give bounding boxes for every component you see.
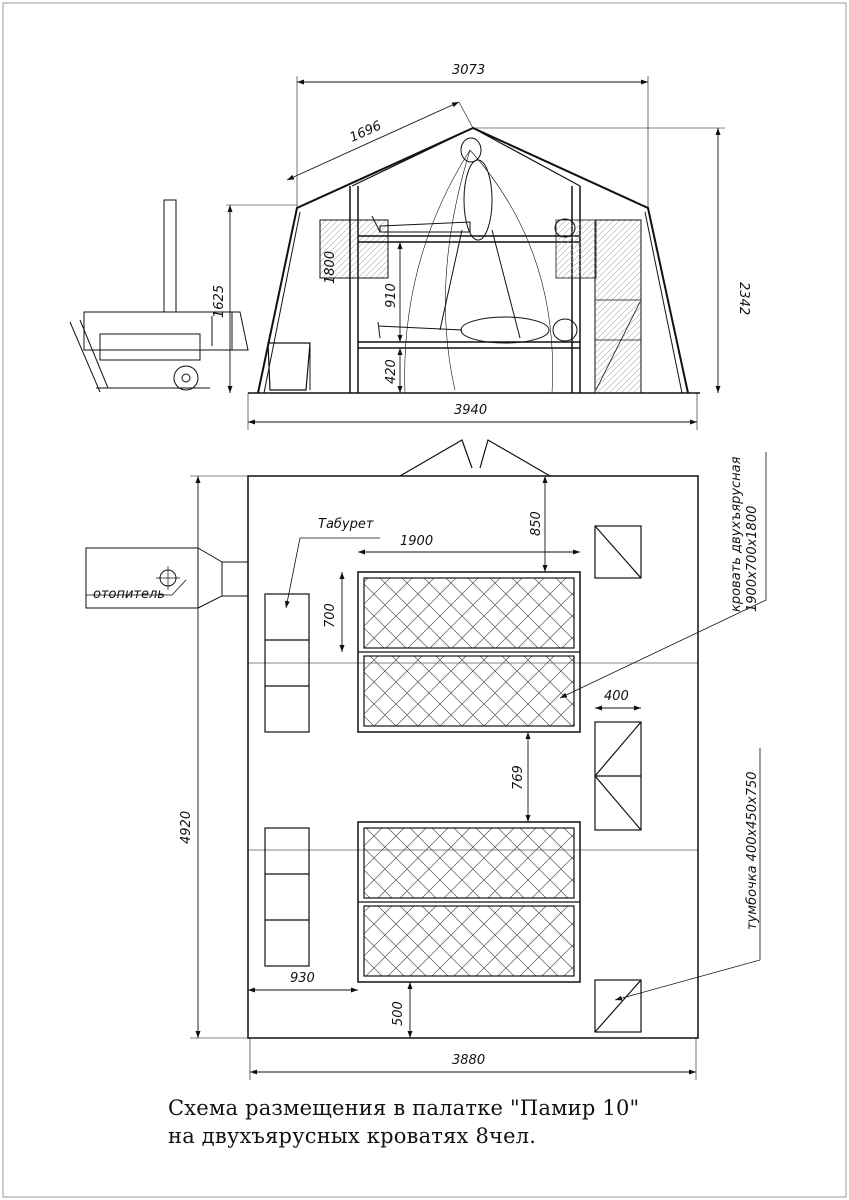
stool-column-bottom	[264, 827, 310, 967]
bunk-bed-plan-top	[357, 571, 581, 733]
dim-floor-width: 3940	[454, 403, 487, 418]
cabinet-left	[319, 219, 389, 279]
dim-between-beds: 769	[511, 765, 526, 790]
dim-tent-height: 2342	[736, 282, 751, 315]
dim-entrance-to-bed: 850	[529, 511, 544, 536]
dim-heater-height: 1625	[212, 285, 227, 318]
side-section-view	[69, 76, 725, 430]
label-nightstand: тумбочка 400х450х750	[745, 771, 760, 930]
dim-tent-length: 4920	[179, 811, 194, 844]
nightstand-middle	[594, 721, 642, 831]
label-heater: отопитель	[93, 587, 165, 602]
label-bunk-bed: кровать двухъярусная	[729, 456, 744, 612]
dim-stool-to-bed: 930	[290, 971, 315, 986]
dim-nightstand-width: 400	[604, 689, 629, 704]
nightstand-bottom	[594, 979, 642, 1033]
label-stool: Табурет	[318, 517, 374, 532]
caption-line-1: Схема размещения в палатке "Памир 10"	[168, 1096, 640, 1120]
bunk-bed-plan-bottom	[357, 821, 581, 983]
entrance	[399, 439, 551, 477]
dim-cabinet-height: 1800	[323, 251, 338, 284]
dim-tent-width: 3880	[452, 1053, 485, 1068]
cabinet-right	[594, 219, 642, 394]
dim-bed-width: 700	[323, 603, 338, 628]
label-bunk-bed-size: 1900х700х1800	[745, 506, 760, 612]
floor-plan-view	[85, 439, 767, 1080]
dim-tent-top-width: 3073	[452, 63, 485, 78]
person-top-bunk	[371, 215, 576, 238]
tent-outline	[247, 475, 699, 1039]
dim-bottom-bunk-height: 420	[384, 359, 399, 384]
dim-bed-to-wall: 500	[391, 1001, 406, 1026]
dim-roof-slope: 1696	[348, 118, 384, 145]
stool-column-top	[264, 593, 310, 733]
person-standing	[439, 137, 521, 339]
dim-bed-length: 1900	[400, 534, 433, 549]
person-bottom-bunk	[377, 316, 578, 344]
dim-bunk-gap: 910	[384, 283, 399, 308]
caption-line-2: на двухъярусных кроватях 8чел.	[168, 1124, 537, 1148]
nightstand-top	[594, 525, 642, 579]
stool-side	[267, 342, 311, 391]
